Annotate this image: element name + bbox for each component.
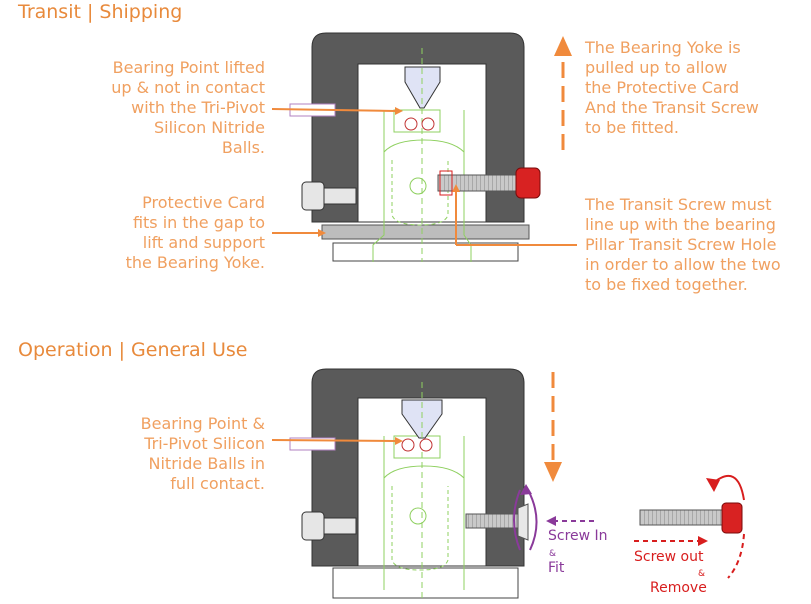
screw-in-rotation-arrow	[513, 484, 594, 551]
plug-screw-thread	[465, 513, 519, 529]
screw-in-amp: &	[549, 549, 557, 559]
transit-bearing-point	[404, 66, 441, 109]
section-title-operation: Operation | General Use	[18, 339, 248, 361]
transit-pillar-base	[332, 242, 519, 262]
transit-yoke-label: The Bearing Yoke is pulled up to allow t…	[585, 38, 759, 137]
transit-assembly	[289, 32, 541, 262]
section-title-transit: Transit | Shipping	[18, 1, 183, 23]
operation-bearing-point-label: Bearing Point & Tri-Pivot Silicon Nitrid…	[140, 414, 265, 493]
screw-out-amp: &	[698, 569, 706, 579]
transit-protective-card-label: Protective Card fits in the gap to lift …	[125, 193, 265, 272]
screw-out-label: Screw out	[634, 549, 704, 565]
fit-label: Fit	[548, 560, 565, 576]
removed-screw	[639, 502, 743, 534]
transit-screw-label: The Transit Screw must line up with the …	[585, 195, 781, 294]
operation-assembly	[289, 368, 529, 599]
protective-card	[321, 224, 530, 240]
screw-out-rotation-arrow	[634, 474, 745, 579]
transit-screw-thread	[437, 174, 519, 192]
transit-pillar-outline	[372, 109, 472, 262]
transit-bearing-point-label: Bearing Point lifted up & not in contact…	[111, 58, 265, 157]
screw-in-label: Screw In	[548, 528, 608, 544]
transit-screw-head	[515, 167, 541, 199]
remove-label: Remove	[650, 580, 707, 596]
operation-bearing-point	[401, 399, 443, 439]
operation-pillar-outline	[383, 435, 465, 590]
plug-screw-head	[517, 503, 529, 541]
